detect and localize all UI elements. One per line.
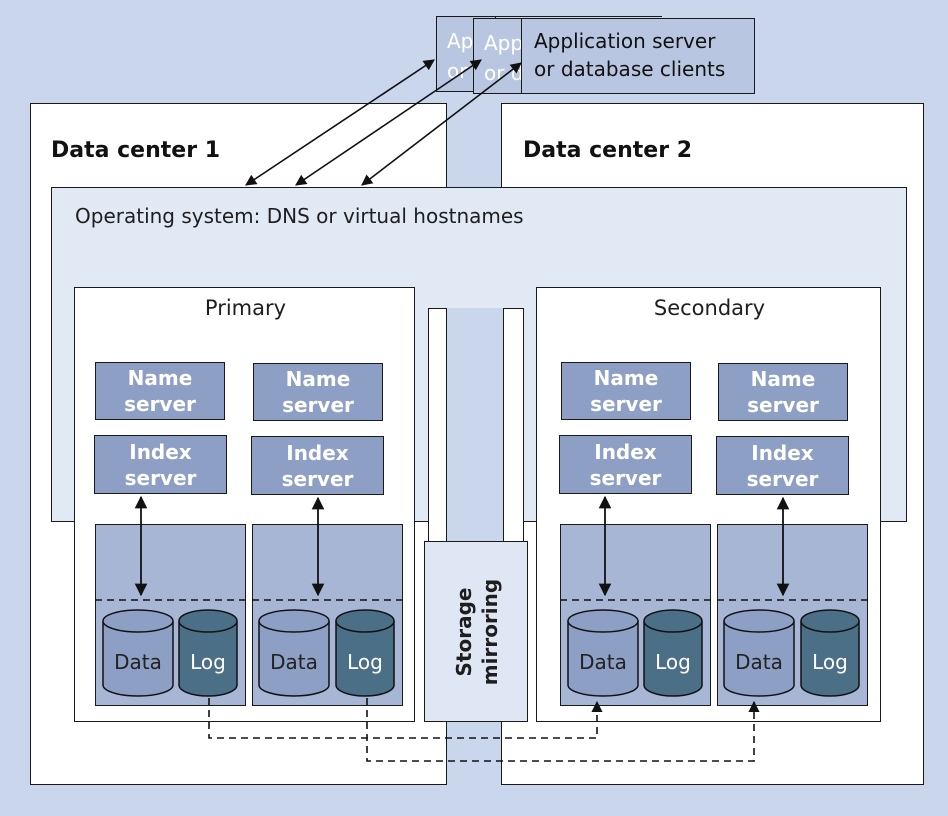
data-label: Data	[114, 650, 162, 674]
primary-host2-log-cylinder: Log	[335, 609, 395, 697]
name-server-line2: server	[747, 393, 819, 417]
name-server-line1: Name	[127, 366, 193, 390]
data-center-1-title: Data center 1	[51, 138, 221, 163]
log-label: Log	[190, 650, 226, 674]
index-server-line1: Index	[751, 440, 814, 465]
log-label: Log	[347, 650, 383, 674]
data-center-2-title: Data center 2	[523, 138, 693, 163]
index-server-line1: Index	[286, 440, 349, 465]
secondary-host1-data-cylinder: Data	[567, 609, 639, 697]
data-label: Data	[579, 650, 627, 674]
name-server-line2: server	[590, 392, 662, 416]
log-label: Log	[812, 650, 848, 674]
client-box-front: Application server or database clients	[521, 18, 755, 94]
index-server-line1: Index	[594, 439, 657, 464]
secondary-host1-log-cylinder: Log	[643, 609, 703, 697]
client-box-back-2-topstrip	[470, 16, 662, 20]
primary-host2-data-cylinder: Data	[258, 609, 330, 697]
data-label: Data	[270, 650, 318, 674]
index-server-line2: server	[589, 465, 662, 490]
index-server-line2: server	[746, 466, 819, 491]
data-label: Data	[735, 650, 783, 674]
name-server-line1: Name	[285, 367, 351, 391]
os-layer-label: Operating system: DNS or virtual hostnam…	[75, 204, 524, 228]
client-connection-arrow	[361, 62, 522, 186]
index-server-line2: server	[281, 466, 354, 491]
log-label: Log	[655, 650, 691, 674]
primary-host1-log-cylinder: Log	[178, 609, 238, 697]
storage-channel-inner	[446, 308, 504, 542]
primary-node-label: Primary	[204, 296, 287, 320]
name-server-line2: server	[282, 393, 354, 417]
client-label-line2: or database clients	[534, 57, 726, 81]
name-server-line1: Name	[750, 367, 816, 391]
client-connection-arrow	[295, 59, 482, 186]
client-label-line1: Application server	[534, 29, 716, 53]
primary-host1-data-cylinder: Data	[102, 609, 174, 697]
replication-path-2	[366, 698, 760, 762]
client-connection-arrow	[245, 59, 435, 186]
secondary-host2-data-cylinder: Data	[723, 609, 795, 697]
secondary-host2-log-cylinder: Log	[800, 609, 860, 697]
index-server-line1: Index	[129, 439, 192, 464]
storage-mirroring-box: Storage mirroring	[424, 541, 528, 722]
replication-path-1	[208, 698, 603, 739]
index-server-line2: server	[124, 465, 197, 490]
secondary-node-label: Secondary	[653, 296, 766, 320]
name-server-line2: server	[124, 392, 196, 416]
name-server-line1: Name	[593, 366, 659, 390]
